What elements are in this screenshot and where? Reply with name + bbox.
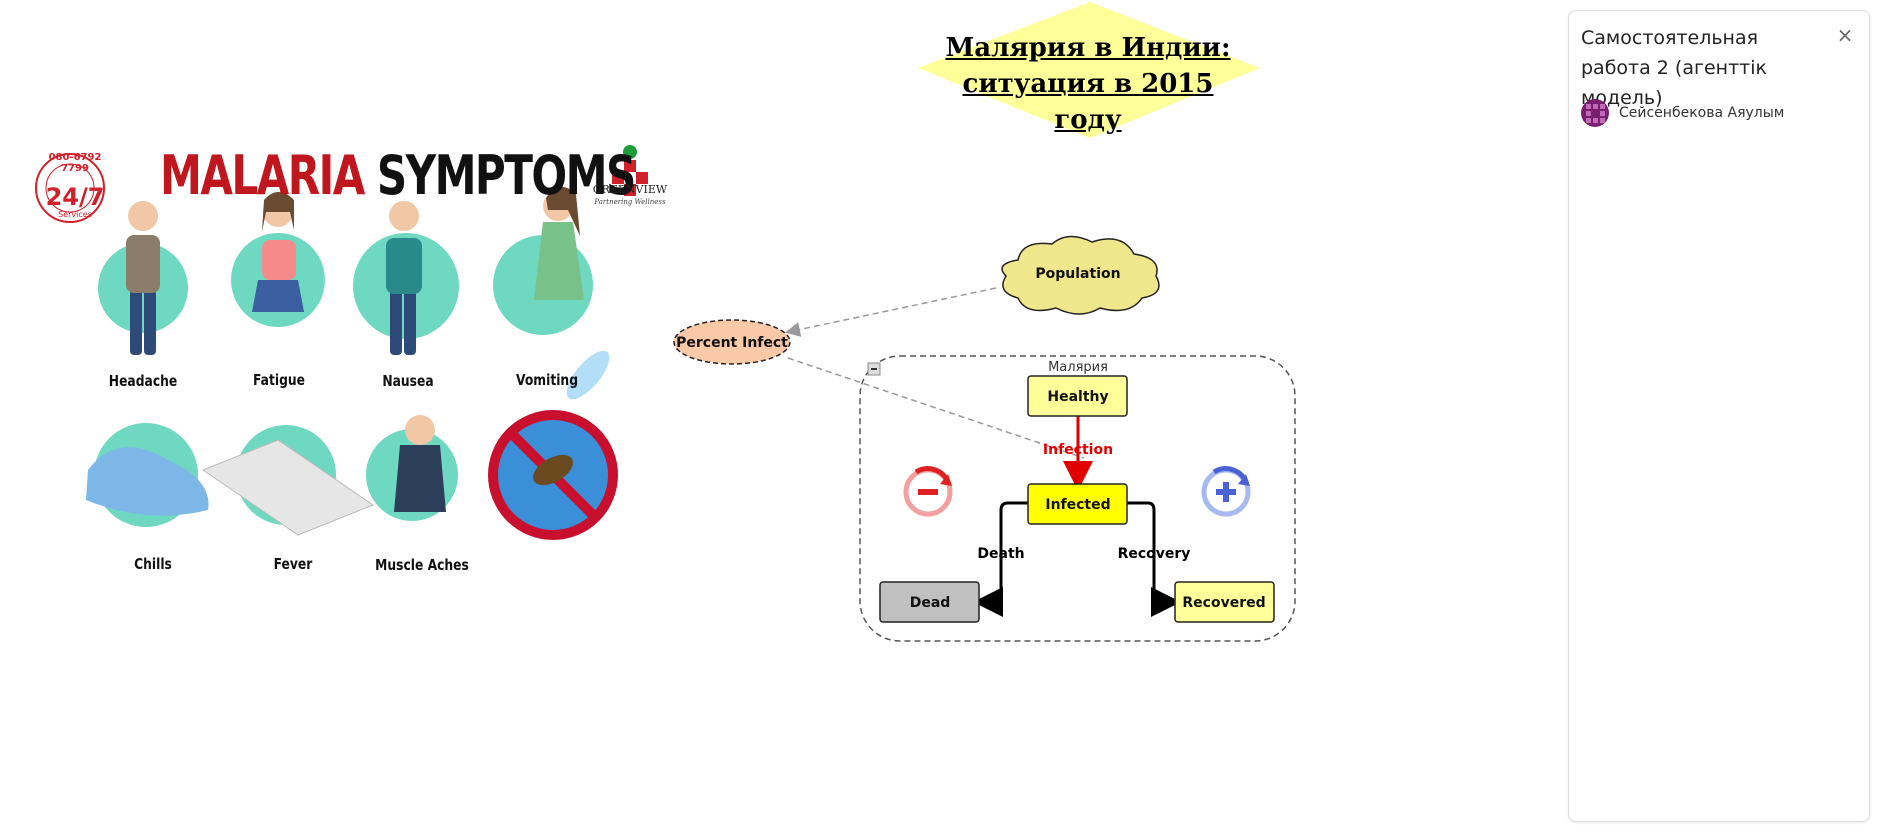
negative-loop-icon[interactable]: [903, 466, 953, 517]
infected-stock[interactable]: Infected: [1027, 483, 1128, 525]
page-title-line2: ситуация в 2015 году: [962, 69, 1214, 135]
title-diamond[interactable]: [910, 0, 1270, 140]
folder-malaria[interactable]: [859, 355, 1296, 642]
flow-recovery[interactable]: [1127, 501, 1181, 617]
flow-infection-label: Infection: [1043, 442, 1113, 458]
flow-recovery-label: Recovery: [1118, 546, 1191, 562]
symptoms-title-word-malaria: MALARIA: [160, 144, 365, 207]
author-name: Сейсенбекова Аяулым: [1619, 105, 1785, 121]
brand-tagline: Partnering Wellness: [594, 198, 666, 206]
folder-collapse-button[interactable]: [867, 362, 881, 376]
recovered-stock[interactable]: Recovered: [1174, 581, 1275, 623]
symptom-label: Fatigue: [253, 371, 305, 389]
model-diagram: Малярия Infection Death Recovery Populat…: [673, 235, 1296, 642]
population-label: Population: [1035, 266, 1120, 282]
avatar: [1581, 99, 1609, 127]
percent-infect-label: Percent Infect: [676, 335, 788, 351]
symptom-label: Nausea: [382, 372, 434, 390]
symptoms-illustration: [35, 145, 648, 540]
dead-label: Dead: [910, 595, 951, 611]
symptoms-title: MALARIA SYMPTOMS: [160, 144, 636, 207]
population-variable[interactable]: Population: [1001, 235, 1160, 315]
link-percent-infection[interactable]: [787, 357, 1085, 459]
symptoms-title-word-symptoms: SYMPTOMS: [376, 144, 636, 207]
flow-death-label: Death: [977, 546, 1024, 562]
link-population-percent[interactable]: [785, 287, 997, 337]
infected-label: Infected: [1045, 497, 1110, 513]
close-icon[interactable]: ×: [1836, 23, 1854, 47]
model-canvas[interactable]: MALARIA SYMPTOMS 080-6792 7799 24/7 Serv…: [0, 0, 1568, 835]
brand-name: GREENVIEW: [592, 183, 668, 196]
positive-loop-icon[interactable]: [1201, 466, 1251, 517]
symptom-label: Headache: [108, 372, 178, 390]
symptom-label: Chills: [134, 555, 172, 573]
healthy-label: Healthy: [1047, 389, 1108, 405]
percent-infect-variable[interactable]: Percent Infect: [673, 319, 791, 365]
badge-24-7: 24/7: [45, 183, 105, 211]
healthy-stock[interactable]: Healthy: [1027, 375, 1128, 417]
panel-title: Самостоятельная работа 2 (агенттік модел…: [1581, 27, 1767, 109]
phone-number: 080-6792 7799: [48, 152, 102, 174]
badge-services: Services: [58, 210, 92, 219]
author[interactable]: Сейсенбекова Аяулым: [1581, 99, 1784, 127]
symptom-label: Vomiting: [516, 371, 578, 389]
recovered-label: Recovered: [1182, 595, 1265, 611]
info-panel: Самостоятельная работа 2 (агенттік модел…: [1568, 10, 1870, 822]
symptom-label: Fever: [273, 555, 313, 573]
page-title: Малярия в Индии: ситуация в 2015 году: [928, 30, 1248, 138]
symptom-label: Muscle Aches: [375, 556, 469, 574]
folder-label: Малярия: [1048, 360, 1108, 375]
page-title-line1: Малярия в Индии:: [945, 33, 1231, 63]
flow-death[interactable]: [973, 501, 1028, 617]
dead-stock[interactable]: Dead: [879, 581, 980, 623]
